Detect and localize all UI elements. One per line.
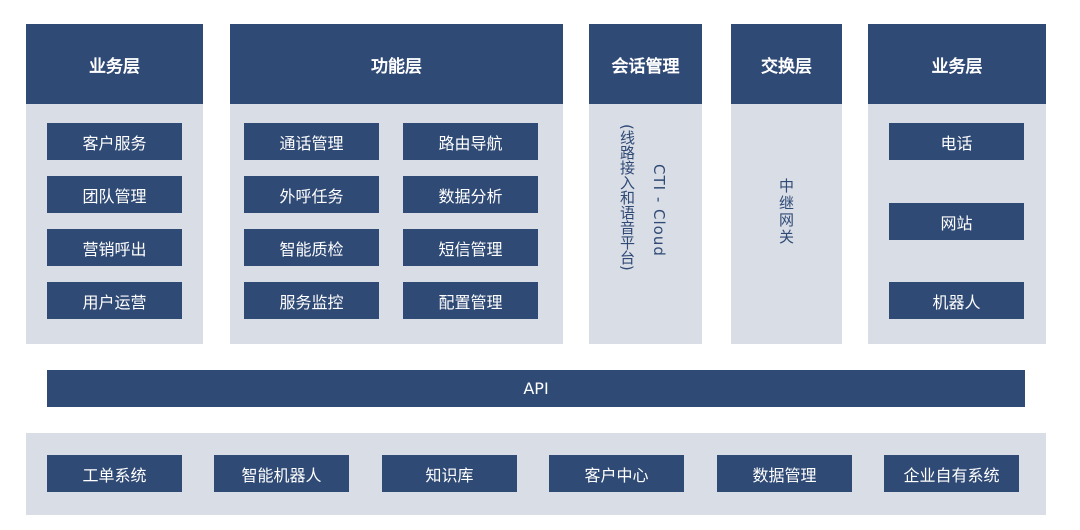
- bottom-systems-panel: 工单系统 智能机器人 知识库 客户中心 数据管理 企业自有系统: [26, 433, 1046, 515]
- business-item-marketing-outbound: 营销呼出: [47, 229, 182, 266]
- bottom-item-enterprise-system: 企业自有系统: [884, 455, 1019, 492]
- session-line-access-text: (线路接入和语音平台): [618, 124, 636, 271]
- session-cti-cloud-text: CTI - Cloud: [650, 164, 668, 257]
- business-item-customer-service: 客户服务: [47, 123, 182, 160]
- business-layer-left-header: 业务层: [26, 24, 203, 104]
- function-item-route-navigation: 路由导航: [403, 123, 538, 160]
- function-layer-column: 功能层 通话管理 路由导航 外呼任务 数据分析 智能质检 短信管理 服务监控 配…: [230, 24, 563, 344]
- business-layer-right-column: 业务层 电话 网站 机器人: [868, 24, 1046, 344]
- function-item-quality-inspection: 智能质检: [244, 229, 379, 266]
- function-item-service-monitoring: 服务监控: [244, 282, 379, 319]
- function-item-data-analysis: 数据分析: [403, 176, 538, 213]
- business-right-item-website: 网站: [889, 203, 1024, 240]
- business-right-item-phone: 电话: [889, 123, 1024, 160]
- exchange-layer-header: 交换层: [731, 24, 842, 104]
- bottom-item-data-management: 数据管理: [717, 455, 852, 492]
- bottom-item-ticket-system: 工单系统: [47, 455, 182, 492]
- business-item-team-management: 团队管理: [47, 176, 182, 213]
- exchange-trunk-gateway-text: 中继网关: [777, 178, 795, 246]
- function-item-call-management: 通话管理: [244, 123, 379, 160]
- bottom-item-smart-robot: 智能机器人: [214, 455, 349, 492]
- business-item-user-operations: 用户运营: [47, 282, 182, 319]
- exchange-layer-column: 交换层 中继网关: [731, 24, 842, 344]
- bottom-item-knowledge-base: 知识库: [382, 455, 517, 492]
- function-item-sms-management: 短信管理: [403, 229, 538, 266]
- business-layer-left-column: 业务层 客户服务 团队管理 营销呼出 用户运营: [26, 24, 203, 344]
- session-management-header: 会话管理: [589, 24, 702, 104]
- bottom-item-customer-center: 客户中心: [549, 455, 684, 492]
- business-right-item-robot: 机器人: [889, 282, 1024, 319]
- api-bar: API: [47, 370, 1025, 407]
- session-management-column: 会话管理 CTI - Cloud (线路接入和语音平台): [589, 24, 702, 344]
- function-item-outbound-tasks: 外呼任务: [244, 176, 379, 213]
- business-layer-right-header: 业务层: [868, 24, 1046, 104]
- function-item-config-management: 配置管理: [403, 282, 538, 319]
- function-layer-header: 功能层: [230, 24, 563, 104]
